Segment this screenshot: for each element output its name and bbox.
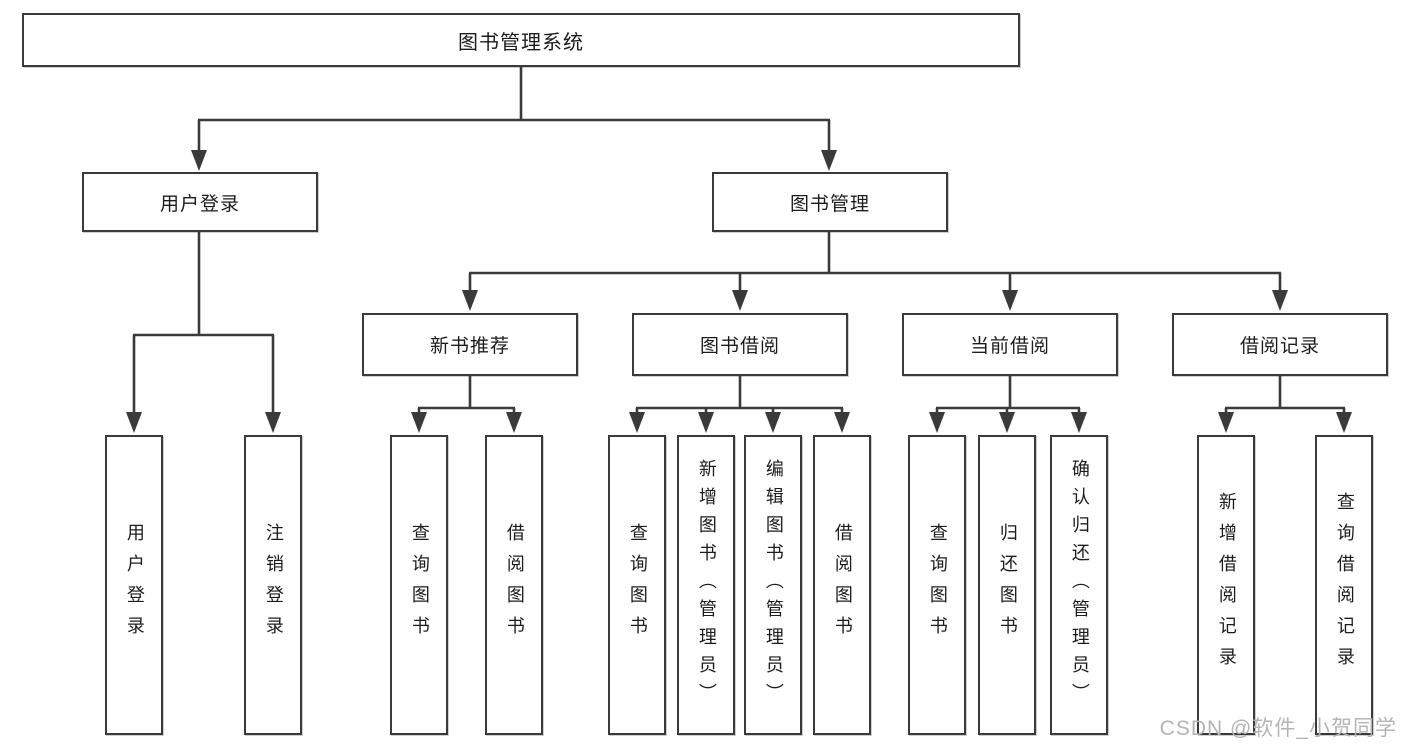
node-borrow-records-label: 借阅记录 xyxy=(1239,336,1320,357)
leaf-query-book-2-label: 查询图书 xyxy=(627,523,648,647)
leaf-borrow-book-2-label: 借阅图书 xyxy=(832,523,853,647)
leaf-borrow-book-2: 借阅图书 xyxy=(813,435,871,735)
node-book-borrow: 图书借阅 xyxy=(632,313,848,376)
leaf-query-book-3-label: 查询图书 xyxy=(927,523,948,647)
node-user-login: 用户登录 xyxy=(82,172,318,232)
node-current-borrow: 当前借阅 xyxy=(902,313,1118,376)
leaf-query-borrow-record: 查询借阅记录 xyxy=(1315,435,1373,735)
node-user-login-label: 用户登录 xyxy=(159,193,240,215)
node-root-label: 图书管理系统 xyxy=(458,31,584,54)
leaf-return-book: 归还图书 xyxy=(978,435,1036,735)
node-book-management: 图书管理 xyxy=(712,172,948,232)
leaf-borrow-book-1: 借阅图书 xyxy=(485,435,543,735)
node-book-management-label: 图书管理 xyxy=(789,193,870,215)
leaf-confirm-return-admin-label: 确认归还（管理员） xyxy=(1069,459,1090,711)
leaf-borrow-book-1-label: 借阅图书 xyxy=(504,523,525,647)
leaf-query-borrow-record-label: 查询借阅记录 xyxy=(1334,492,1355,678)
csdn-watermark: CSDN @软件_小贺同学 xyxy=(1159,717,1397,740)
leaf-edit-book-admin: 编辑图书（管理员） xyxy=(744,435,802,735)
leaf-confirm-return-admin: 确认归还（管理员） xyxy=(1050,435,1108,735)
leaf-add-book-admin: 新增图书（管理员） xyxy=(677,435,735,735)
node-book-borrow-label: 图书借阅 xyxy=(699,336,780,357)
leaf-add-borrow-record-label: 新增借阅记录 xyxy=(1216,492,1237,678)
node-borrow-records: 借阅记录 xyxy=(1172,313,1388,376)
node-new-book-recommend-label: 新书推荐 xyxy=(429,336,510,357)
leaf-query-book-1-label: 查询图书 xyxy=(409,523,430,647)
leaf-user-login: 用户登录 xyxy=(105,435,163,735)
node-root-library-system: 图书管理系统 xyxy=(22,13,1020,67)
leaf-edit-book-admin-label: 编辑图书（管理员） xyxy=(763,459,784,711)
leaf-add-borrow-record: 新增借阅记录 xyxy=(1197,435,1255,735)
leaf-add-book-admin-label: 新增图书（管理员） xyxy=(696,459,717,711)
leaf-query-book-2: 查询图书 xyxy=(608,435,666,735)
leaf-logout-label: 注销登录 xyxy=(263,523,284,647)
leaf-user-login-label: 用户登录 xyxy=(124,523,145,647)
leaf-logout: 注销登录 xyxy=(244,435,302,735)
connector-arrowheads xyxy=(126,150,1352,433)
node-current-borrow-label: 当前借阅 xyxy=(969,336,1050,357)
node-new-book-recommend: 新书推荐 xyxy=(362,313,578,376)
leaf-return-book-label: 归还图书 xyxy=(997,523,1018,647)
leaf-query-book-3: 查询图书 xyxy=(908,435,966,735)
leaf-query-book-1: 查询图书 xyxy=(390,435,448,735)
